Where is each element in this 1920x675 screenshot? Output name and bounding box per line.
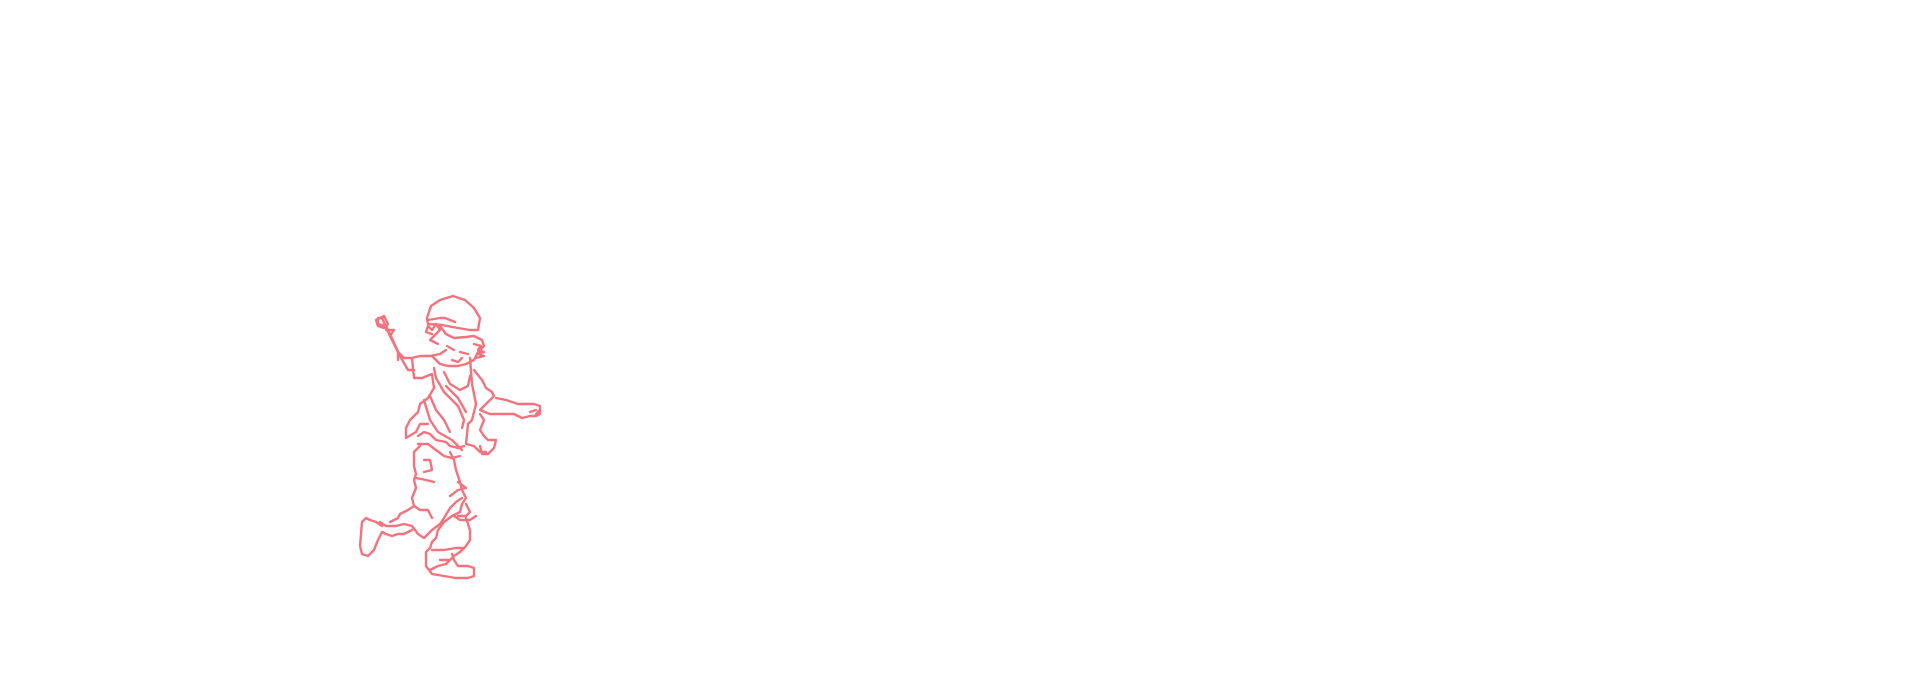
- nose-mouth: [450, 356, 464, 364]
- left-upper-arm: [384, 328, 400, 362]
- left-shin: [378, 496, 464, 540]
- right-leg-detail: [448, 480, 478, 522]
- hair-right: [472, 342, 486, 360]
- left-shoe: [358, 516, 414, 558]
- torso-left: [404, 356, 436, 440]
- left-knee: [412, 504, 434, 520]
- left-fist: [374, 314, 390, 330]
- torso-right: [464, 356, 488, 454]
- waist-line: [416, 430, 466, 450]
- right-shoe: [424, 546, 476, 580]
- dancing-figure-drawing: [358, 294, 542, 580]
- left-arm: [376, 316, 416, 372]
- right-leg: [428, 450, 468, 550]
- left-leg: [388, 444, 422, 524]
- hat-brim-line: [426, 316, 457, 324]
- hair-left: [424, 322, 442, 346]
- right-hand-detail: [528, 408, 542, 416]
- right-elbow: [478, 412, 498, 456]
- right-arm: [472, 368, 542, 420]
- eye-left: [445, 344, 456, 352]
- left-leg-detail: [414, 458, 436, 484]
- right-shoe-detail: [428, 546, 466, 572]
- hat-outline: [425, 294, 482, 332]
- belly-detail: [442, 370, 472, 392]
- right-shin: [438, 516, 472, 562]
- eye-right: [458, 350, 470, 356]
- torso-stripes: [422, 366, 468, 452]
- shoulder-line: [410, 348, 448, 360]
- head-outline: [430, 324, 486, 368]
